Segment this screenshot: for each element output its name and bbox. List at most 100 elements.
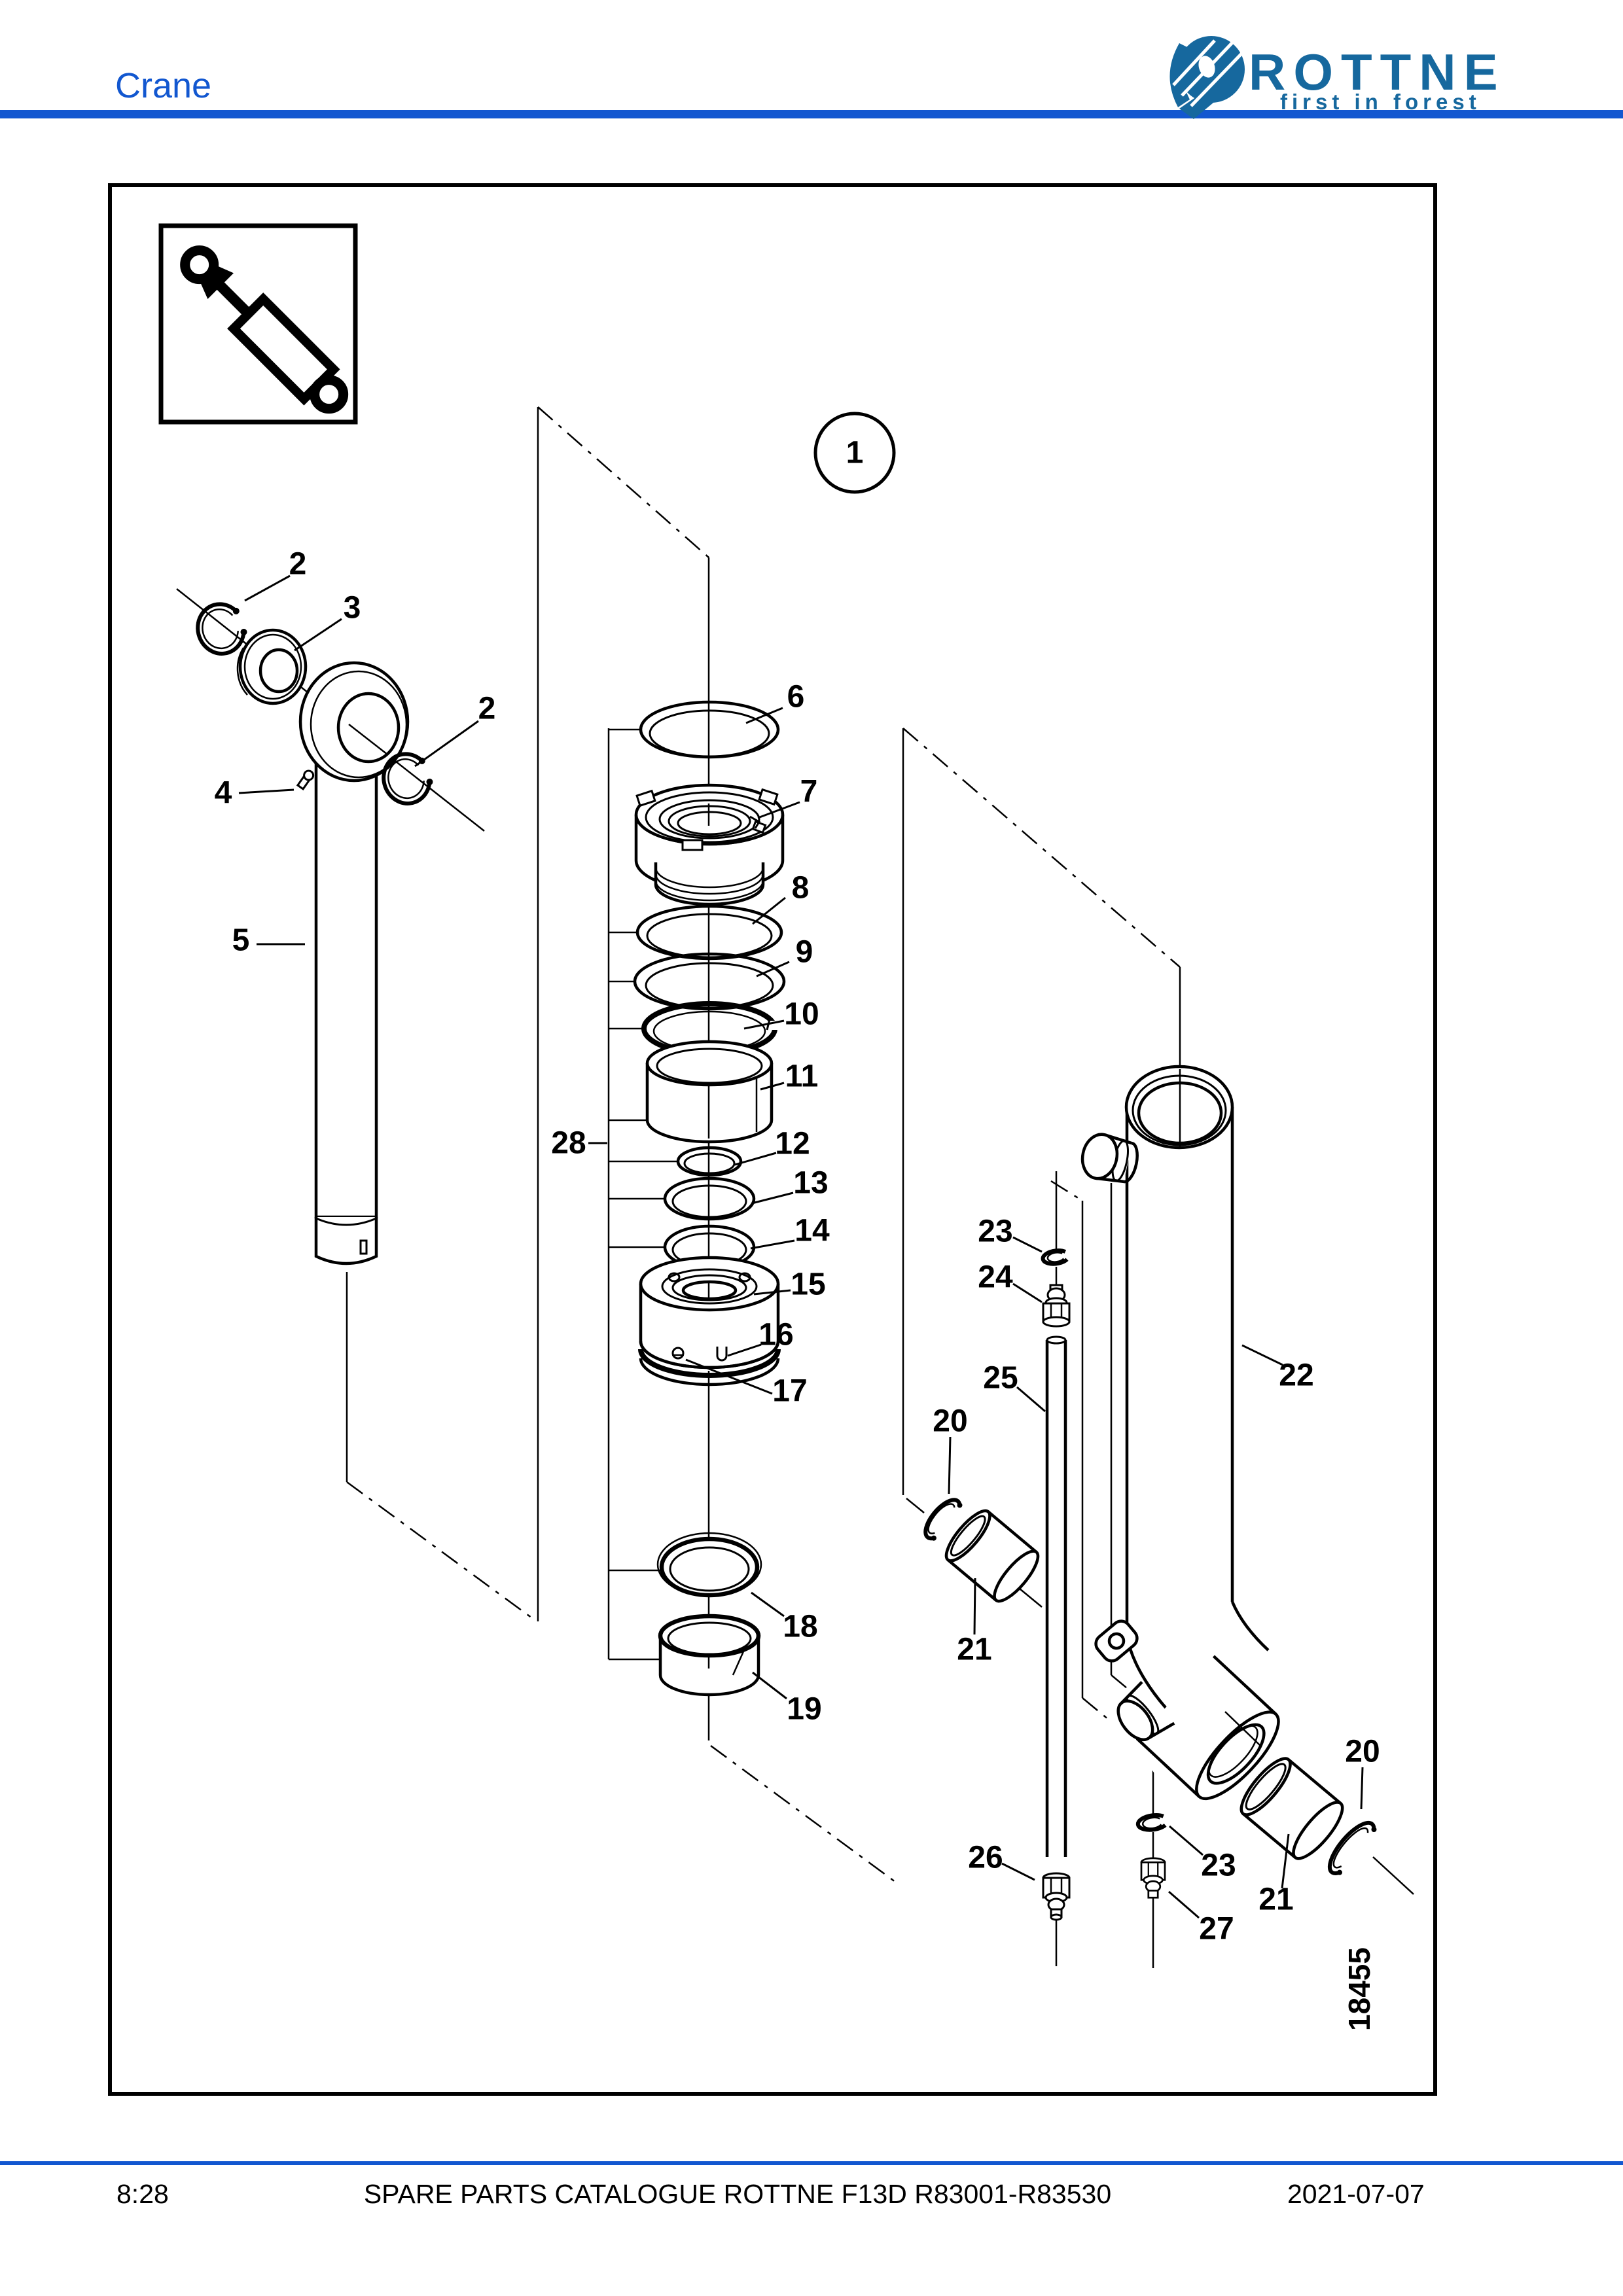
part-15-piston [638,1256,781,1386]
callout-label-20-20: 20 [933,1404,967,1439]
part-17-lock-pin [671,1347,685,1360]
callout-label-2-3: 2 [478,692,496,726]
part-5-piston-rod [314,762,378,1265]
callout-leader-23-23 [1012,1236,1043,1253]
part-22-cylinder-tube [1124,1065,1361,1869]
part-19-guide-ring [658,1614,761,1697]
callout-leader-4-4 [238,788,294,794]
part-24-fitting [1042,1284,1071,1328]
callout-label-5-5: 5 [232,923,250,958]
inset-icon-box [158,223,358,425]
callout-label-8-8: 8 [792,871,810,906]
callout-label-20-30: 20 [1345,1735,1380,1769]
part-8-backup-ring [635,904,783,961]
header-rule [0,110,1623,118]
part-16-lock-pin [716,1347,728,1362]
rod-eye [298,661,410,783]
callout-leader-20-30 [1360,1767,1364,1810]
callout-label-16-16: 16 [758,1318,793,1352]
part-25-pipe [1045,1335,1067,1857]
footer-rule [0,2161,1623,2165]
part-26-fitting [1042,1872,1071,1921]
callout-leader-24-24 [1012,1282,1043,1303]
callout-leader-14-14 [750,1239,795,1250]
callout-label-17-17: 17 [772,1374,807,1409]
callout-leader-6-6 [745,707,783,724]
callout-leader-22-22 [1241,1344,1283,1366]
part-18-piston-seal [656,1532,762,1598]
part-12-ring [676,1146,743,1177]
callout-leader-9-9 [756,961,790,978]
rottne-logo-text: ROTTNE [1249,43,1506,101]
callout-leader-27-28 [1168,1890,1200,1919]
callout-label-1-0: 1 [846,436,864,470]
callout-label-13-13: 13 [793,1166,828,1201]
callout-label-9-9: 9 [796,935,813,970]
part-13-seal-ring [663,1176,756,1221]
cylinder-bottom-eye [1135,1655,1280,1801]
callout-leader-7-7 [757,801,800,819]
part-23-washer-lower [1135,1812,1167,1832]
callout-leader-23-27 [1169,1825,1204,1856]
callout-label-25-25: 25 [983,1361,1018,1396]
figure-number: 18455 [1342,1947,1376,2031]
footer-date: 2021-07-07 [1287,2179,1425,2209]
callout-leader-13-13 [751,1192,794,1205]
callout-leader-18-18 [751,1591,785,1617]
rottne-logo: ROTTNE first in forest [1169,36,1506,119]
callout-label-21-21: 21 [957,1633,991,1667]
callout-label-26-26: 26 [968,1841,1003,1875]
callout-label-23-27: 23 [1201,1848,1236,1883]
part-23-washer-upper [1041,1248,1069,1266]
part-27-fitting [1140,1857,1166,1899]
seal-kit-bracket [607,728,678,1661]
callout-leader-20-20 [948,1436,952,1494]
callout-label-11-11: 11 [785,1059,819,1094]
callout-leader-19-19 [752,1671,787,1700]
callout-leader-10-10 [743,1019,785,1030]
callout-label-2-1: 2 [289,547,307,582]
callout-leader-26-26 [1001,1862,1035,1881]
callout-label-19-19: 19 [787,1692,821,1727]
callout-leader-15-15 [753,1289,791,1296]
diagram-border [108,183,1437,2096]
part-21-bushing-lower [1240,1757,1344,1860]
part-2-circlip-upper [196,602,247,656]
callout-label-18-18: 18 [783,1610,817,1644]
part-20-circlip-lower [1327,1820,1377,1875]
cylinder-top-port-plug [1080,1133,1139,1184]
part-7-gland-head [634,783,785,906]
callout-leader-11-11 [760,1082,785,1091]
callout-label-22-22: 22 [1279,1358,1313,1393]
callout-label-3-2: 3 [344,591,361,626]
part-9-rod-seal [633,952,786,1011]
callout-leader-17-17 [685,1358,773,1395]
part-3-bearing [236,628,308,705]
part-6-scraper-ring [639,700,780,759]
callout-leader-12-12 [734,1152,777,1166]
callout-leader-25-25 [1016,1386,1046,1413]
part-21-bushing-upper [944,1509,1040,1603]
bottom-eye-axis-segment [1224,1711,1261,1746]
callout-label-6-6: 6 [787,680,805,715]
callout-circle-1 [813,412,896,494]
callout-label-28-31: 28 [551,1126,586,1161]
page-title: Crane [115,66,211,105]
part-4-grease-nipple [296,769,315,790]
callout-leader-8-8 [752,896,786,925]
callout-label-4-4: 4 [215,776,232,811]
bottom-port-boss [1116,1681,1175,1741]
callout-label-14-14: 14 [794,1214,830,1248]
callout-leader-2-3 [414,720,479,768]
callout-label-12-12: 12 [775,1127,810,1161]
rottne-logo-mark [1169,36,1245,119]
footer-time: 8:28 [116,2179,169,2209]
callout-leader-2-1 [244,574,291,602]
callout-label-15-15: 15 [791,1267,825,1302]
part-20-circlip-upper [923,1498,963,1541]
eye-axis-segment [348,724,388,755]
rottne-logo-tagline: first in forest [1280,90,1481,114]
part-11-guide-bushing [645,1040,774,1144]
callout-label-23-23: 23 [978,1214,1012,1249]
